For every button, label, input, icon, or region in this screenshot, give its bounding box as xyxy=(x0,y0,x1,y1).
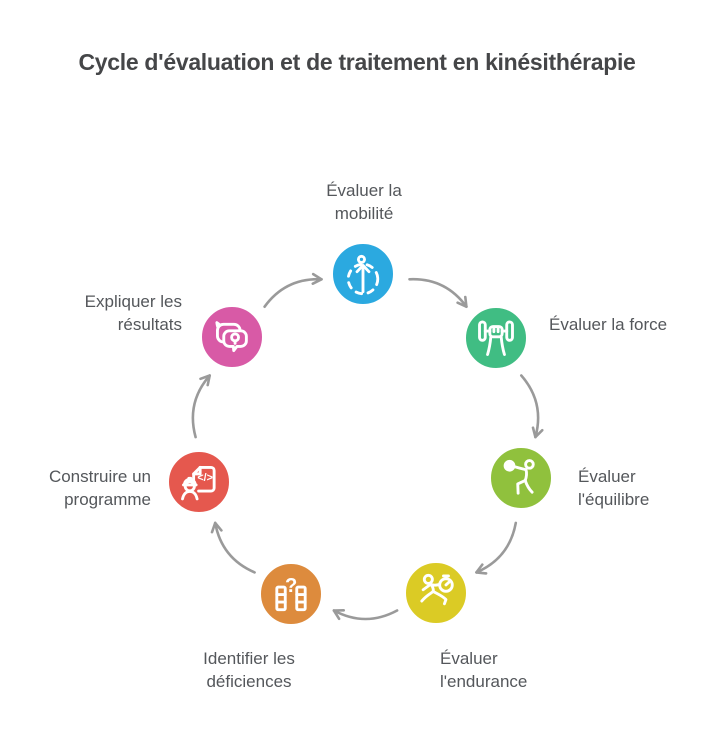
step-circle-deficiences: ? xyxy=(258,561,324,627)
step-label-equilibre: Évaluer l'équilibre xyxy=(578,467,650,509)
engineer-code-document-icon: </> xyxy=(181,465,216,501)
cycle-arrowhead xyxy=(199,374,211,387)
step-node-resultats xyxy=(199,304,271,376)
svg-text:</>: </> xyxy=(197,472,213,484)
step-node-force xyxy=(463,305,535,377)
step-circle-force xyxy=(463,305,529,371)
cycle-arrowhead xyxy=(456,295,468,308)
step-label-resultats: Expliquer les résultats xyxy=(84,292,182,334)
columns-question-icon: ? xyxy=(275,575,307,612)
step-circle-endurance xyxy=(403,560,469,626)
svg-text:?: ? xyxy=(285,575,297,597)
cycle-arrow xyxy=(408,277,468,308)
step-circle-equilibre xyxy=(488,445,554,511)
step-circle-mobilite xyxy=(330,241,396,307)
cycle-arrowhead xyxy=(332,609,345,621)
step-node-deficiences: ? xyxy=(258,561,330,633)
speech-bubbles-lightbulb-icon xyxy=(215,321,248,353)
balance-person-icon xyxy=(503,459,535,495)
cycle-arrow xyxy=(263,277,323,308)
cycle-arrow xyxy=(213,521,256,574)
step-label-deficiences: Identifier les déficiences xyxy=(203,649,295,691)
cycle-arrow xyxy=(191,374,211,439)
cycle-arrowhead xyxy=(210,521,223,534)
step-node-equilibre xyxy=(488,445,560,517)
mobility-arrow-icon xyxy=(346,254,380,296)
cycle-arrow xyxy=(332,609,399,621)
step-label-programme: Construire un programme xyxy=(48,467,151,509)
cycle-arrowhead xyxy=(475,563,488,575)
step-circle-resultats xyxy=(199,304,265,370)
hand-dumbbell-icon xyxy=(478,320,514,356)
cycle-arrowhead xyxy=(531,426,544,439)
step-node-mobilite xyxy=(330,241,402,313)
step-label-mobilite: Évaluer la mobilité xyxy=(326,181,402,223)
cycle-arrowhead xyxy=(311,272,323,285)
runner-stopwatch-icon xyxy=(420,573,454,606)
step-circle-programme: </> xyxy=(166,449,232,515)
step-label-endurance: Évaluer l'endurance xyxy=(440,649,528,691)
cycle-arrow xyxy=(475,521,518,574)
cycle-arrow xyxy=(520,374,540,439)
step-node-programme: </> xyxy=(166,449,238,521)
step-node-endurance xyxy=(403,560,475,632)
diagram-title: Cycle d'évaluation et de traitement en k… xyxy=(78,49,636,75)
step-label-force: Évaluer la force xyxy=(549,315,668,334)
